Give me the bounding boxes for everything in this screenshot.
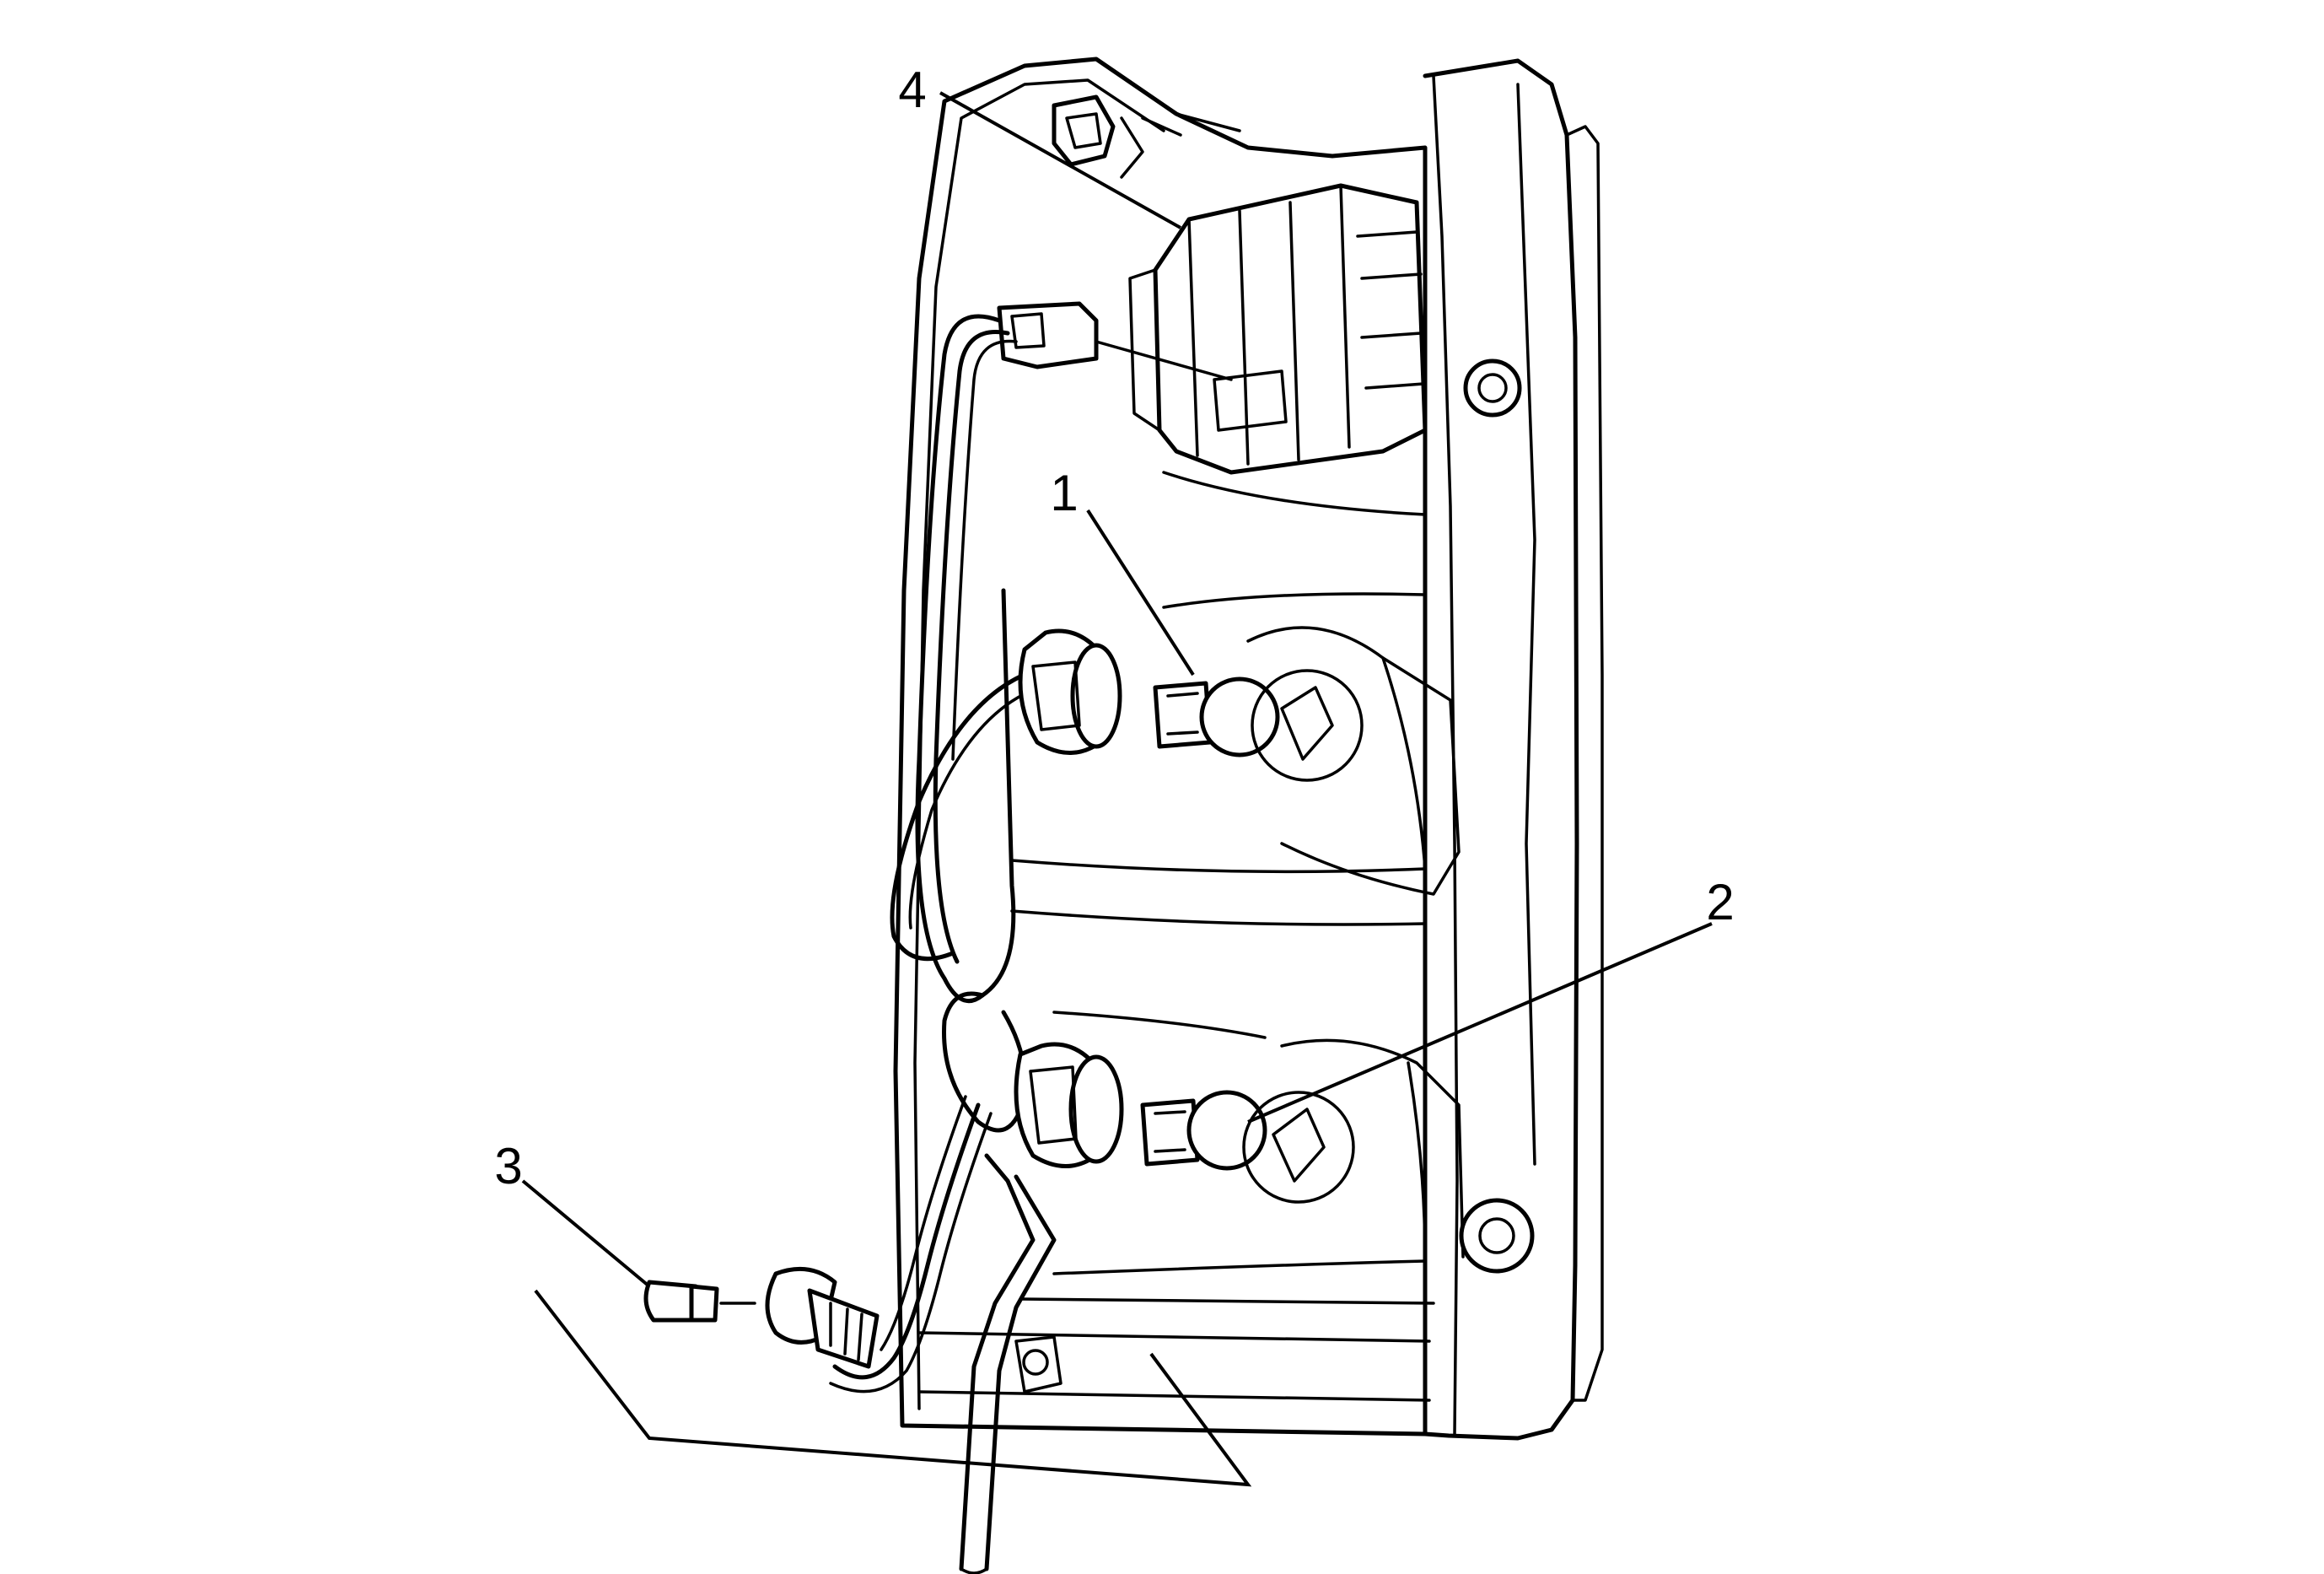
- bulb-1: [1153, 676, 1280, 757]
- leader-1: [1086, 509, 1195, 676]
- bulb-2: [1140, 1090, 1267, 1171]
- leader-4: [939, 91, 1181, 229]
- leader-3-bracket: [534, 1289, 1252, 1487]
- bulb-1-socket: [1018, 628, 1122, 755]
- bulb-2-lamp-opening: [1242, 1091, 1355, 1204]
- bulb-1-lamp-opening: [1251, 669, 1364, 782]
- bulb-2-socket: [1014, 1042, 1124, 1168]
- callout-2: 2: [1706, 874, 1734, 930]
- bulb-2-lock-tab: [1272, 1108, 1326, 1183]
- leader-3: [521, 1179, 651, 1288]
- lamp-housing: [893, 57, 1604, 1441]
- callout-4: 4: [898, 62, 926, 118]
- wiring-harness: [765, 301, 1233, 1574]
- bulb-1-lock-tab: [1280, 686, 1334, 761]
- bulb-3-socket: [765, 1266, 880, 1369]
- bulb-3: [643, 1280, 756, 1323]
- leader-2: [1247, 922, 1713, 1124]
- item-4-module: [1128, 183, 1428, 475]
- callout-1: 1: [1050, 465, 1078, 521]
- callout-3: 3: [494, 1138, 522, 1194]
- leader-lines: [521, 91, 1713, 1487]
